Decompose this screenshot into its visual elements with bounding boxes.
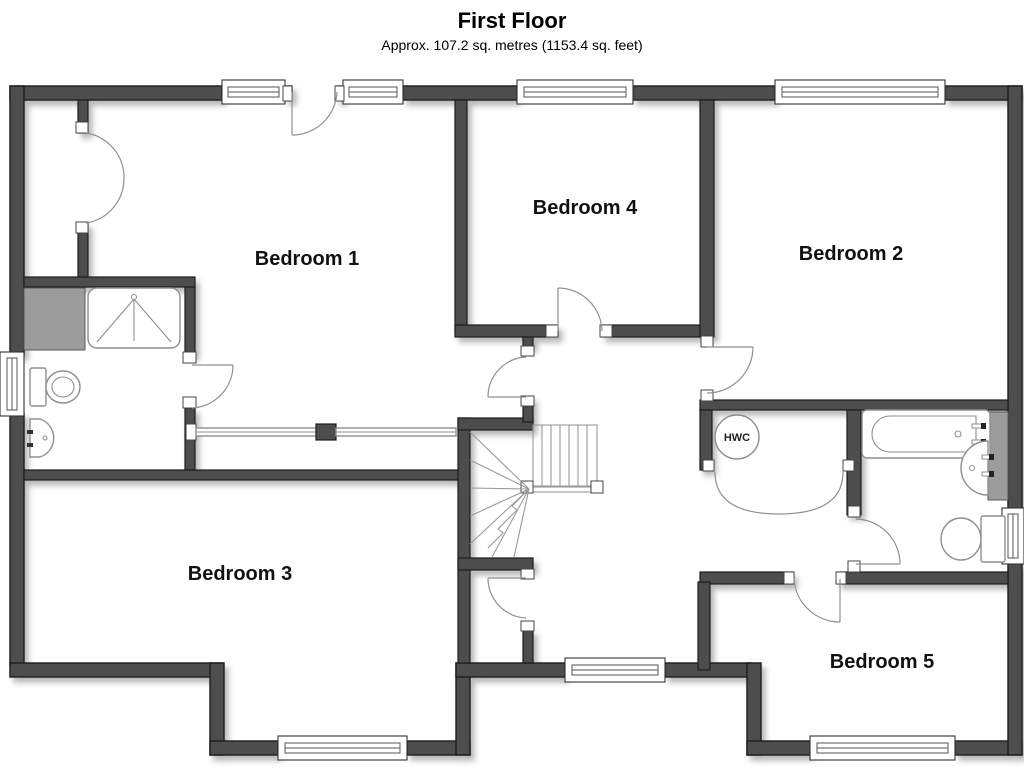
plan-subtitle: Approx. 107.2 sq. metres (1153.4 sq. fee… — [381, 37, 642, 53]
door-bedroom5 — [793, 578, 841, 623]
room-label-bedroom-5: Bedroom 5 — [830, 651, 934, 673]
window-bedroom2 — [774, 79, 946, 105]
window-ensuite — [0, 351, 25, 417]
ensuite-cupboard — [23, 287, 86, 351]
room-labels: Bedroom 1 Bedroom 4 Bedroom 2 Bedroom 3 … — [188, 197, 934, 673]
doors — [85, 91, 901, 623]
room-label-bedroom-1: Bedroom 1 — [255, 248, 359, 270]
window-bedroom3-bay — [277, 735, 408, 761]
plan-title: First Floor — [458, 8, 567, 33]
shower — [87, 287, 181, 349]
window-bedroom4 — [516, 79, 634, 105]
door-closet-bedroom1-double — [85, 132, 125, 224]
door-bedroom2 — [706, 346, 754, 394]
bathroom-toilet — [940, 515, 1006, 563]
room-label-bedroom-4: Bedroom 4 — [533, 197, 638, 219]
door-landing-cupboard — [487, 577, 527, 619]
staircase — [469, 424, 604, 558]
door-balcony-bedroom1 — [291, 91, 338, 136]
door-jambs — [75, 85, 861, 632]
door-bedroom1-landing — [487, 356, 527, 398]
bathroom-fixtures — [861, 409, 1009, 563]
ensuite-toilet — [29, 367, 81, 407]
bathroom-basin — [960, 440, 994, 496]
door-bathroom — [855, 518, 901, 565]
window-bedroom5 — [809, 735, 956, 761]
bedroom1-wardrobes — [185, 423, 457, 441]
door-bedroom4 — [557, 287, 603, 332]
hwc-label: HWC — [724, 432, 750, 444]
bathtub — [861, 409, 991, 459]
ensuite-basin — [27, 418, 55, 458]
hwc-cylinder: HWC — [714, 414, 760, 460]
window-landing — [564, 657, 666, 683]
walls — [9, 85, 1023, 756]
window-bathroom — [1001, 507, 1024, 565]
window-bedroom1-right — [342, 79, 404, 105]
ensuite-fixtures — [23, 287, 181, 458]
window-bedroom1-left — [221, 79, 286, 105]
door-ensuite — [191, 364, 234, 409]
door-hwc-double — [714, 471, 844, 515]
windows — [0, 79, 1024, 761]
room-label-bedroom-2: Bedroom 2 — [799, 243, 903, 265]
room-label-bedroom-3: Bedroom 3 — [188, 563, 292, 585]
